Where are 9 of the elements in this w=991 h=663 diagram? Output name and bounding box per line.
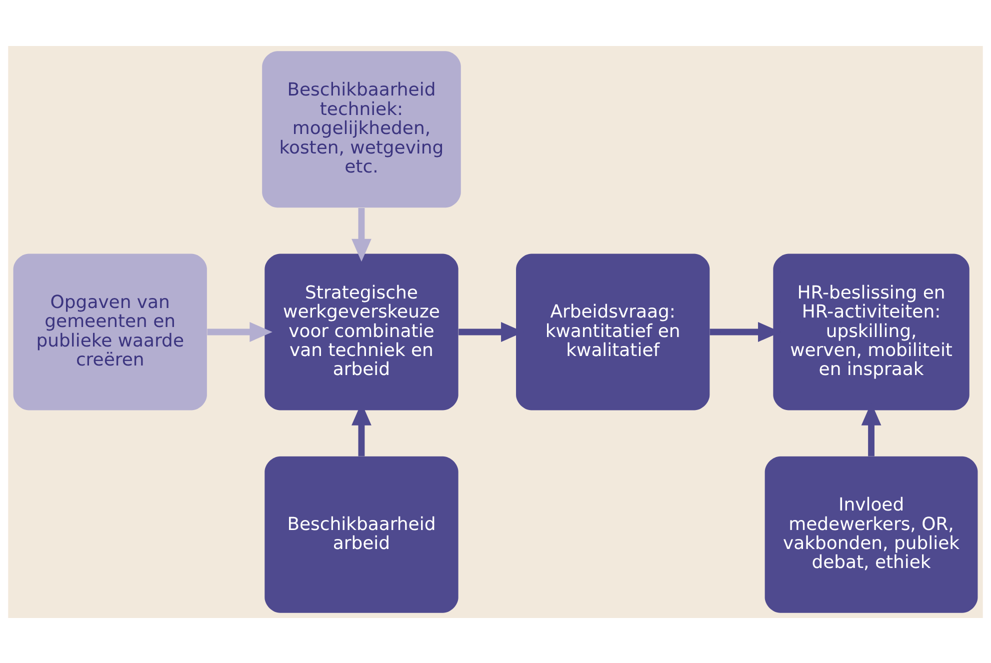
node-box: Arbeidsvraag: kwantitatief en kwalitatief bbox=[516, 253, 710, 410]
node-box: HR-beslissing en HR-activiteiten: upskilling, werven, mobiliteit en inspraak bbox=[773, 253, 970, 410]
arrow bbox=[207, 322, 272, 342]
node-box: Opgaven van gemeenten en publieke waarde creëren bbox=[13, 253, 207, 410]
arrow bbox=[352, 208, 372, 262]
node-box: Beschikbaarheid techniek: mogelijkheden, kosten, wetgeving etc. bbox=[262, 50, 461, 208]
node-box: Invloed medewerkers, OR, vakbonden, publiek debat, ethiek bbox=[764, 456, 978, 612]
node-box: Strategische werkgeverskeuze voor combinatie van techniek en arbeid bbox=[264, 253, 458, 410]
node-box: Beschikbaarheid arbeid bbox=[264, 456, 458, 612]
